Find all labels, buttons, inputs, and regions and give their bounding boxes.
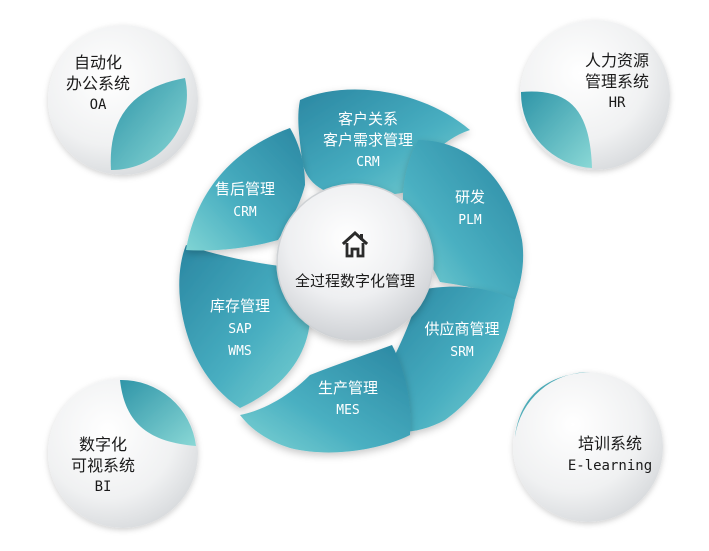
hr-line2: 管理系统 [585, 72, 649, 91]
corner-label-oa: 自动化 办公系统 OA [66, 53, 130, 113]
petal-label-aftersales-crm: 售后管理 CRM [215, 180, 275, 220]
oa-line1: 自动化 [74, 53, 122, 72]
bi-system-node [48, 378, 198, 528]
bi-line1: 数字化 [79, 435, 127, 454]
petal-inventory-line1: 库存管理 [210, 297, 270, 315]
corner-label-hr: 人力资源 管理系统 HR [585, 51, 649, 111]
oa-code: OA [90, 97, 107, 113]
petal-production-code: MES [336, 403, 359, 418]
petal-supplier-line1: 供应商管理 [424, 320, 499, 338]
elearning-system-node [513, 371, 663, 522]
elearning-code: E-learning [568, 458, 652, 474]
petal-inventory-line2: SAP [228, 322, 252, 337]
house-icon [341, 230, 369, 258]
bi-code: BI [95, 479, 112, 495]
petal-aftersales-line1: 售后管理 [215, 180, 275, 198]
petal-label-rnd-plm: 研发 PLM [455, 188, 485, 228]
petal-production-mes [240, 345, 411, 453]
petal-production-line1: 生产管理 [318, 379, 378, 397]
petal-inventory-wms [179, 245, 310, 408]
petal-customer-line1: 客户关系 [338, 110, 398, 128]
petal-customer-crm [298, 89, 470, 197]
petal-rnd-code: PLM [458, 213, 482, 228]
petal-aftersales-code: CRM [233, 205, 257, 220]
petal-label-inventory-wms: 库存管理 SAP WMS [210, 297, 270, 359]
petal-aftersales-crm [186, 128, 305, 251]
center-hub [276, 183, 434, 341]
petal-customer-line2: 客户需求管理 [323, 131, 413, 149]
hr-system-node [520, 20, 670, 170]
petal-label-customer-crm: 客户关系 客户需求管理 CRM [323, 110, 413, 170]
hr-code: HR [609, 95, 626, 111]
bi-line2: 可视系统 [71, 456, 135, 475]
petal-customer-code: CRM [356, 155, 380, 170]
oa-line2: 办公系统 [66, 74, 130, 93]
petal-inventory-code: WMS [228, 344, 251, 359]
oa-system-node [48, 25, 198, 175]
hr-line1: 人力资源 [585, 51, 649, 70]
petal-label-production-mes: 生产管理 MES [318, 379, 378, 418]
corner-label-elearning: 培训系统 E-learning [568, 434, 652, 474]
corner-label-bi: 数字化 可视系统 BI [71, 435, 135, 495]
petal-supplier-code: SRM [450, 345, 474, 360]
center-title: 全过程数字化管理 [295, 272, 415, 290]
petal-supplier-srm [390, 286, 515, 432]
elearning-line1: 培训系统 [578, 434, 642, 453]
petal-rnd-line1: 研发 [455, 188, 485, 206]
petal-label-supplier-srm: 供应商管理 SRM [424, 320, 499, 360]
